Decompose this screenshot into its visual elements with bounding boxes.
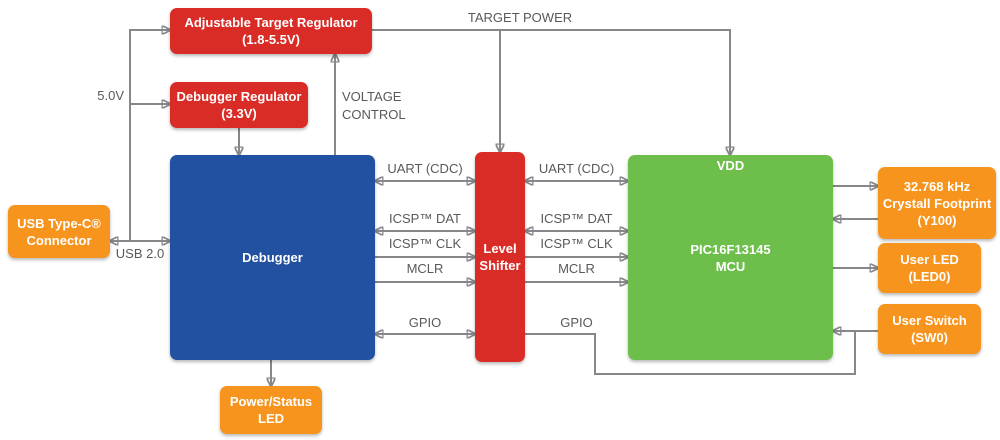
label-target-power: TARGET POWER [467, 10, 573, 25]
wire-5v-to-target-regulator [129, 30, 170, 241]
block-label: (3.3V) [221, 106, 257, 121]
label-icsp-dat-right: ICSP™ DAT [540, 211, 613, 226]
block-label: User Switch [892, 313, 967, 328]
block-debugger-regulator: Debugger Regulator (3.3V) [170, 82, 308, 128]
label-gpio-right: GPIO [560, 315, 593, 330]
label-uart-right: UART (CDC) [538, 161, 615, 176]
label-uart-left: UART (CDC) [387, 161, 463, 176]
label-vdd: VDD [716, 158, 745, 173]
block-label: PIC16F13145 [690, 241, 771, 257]
block-crystal-footprint: 32.768 kHz Crystall Footprint (Y100) [878, 167, 996, 239]
block-label: MCU [715, 258, 746, 274]
label-5v: 5.0V [97, 88, 124, 103]
block-label: Adjustable Target Regulator [184, 15, 358, 30]
block-label: 32.768 kHz [903, 178, 971, 194]
block-mcu: PIC16F13145 MCU [628, 155, 833, 360]
block-label: Connector [26, 232, 92, 248]
block-label: Debugger [242, 250, 303, 265]
block-label: Crystall Footprint [882, 195, 992, 211]
label-voltage-control-line2: CONTROL [342, 107, 406, 122]
block-debugger: Debugger [170, 155, 375, 360]
block-label: Shifter [479, 258, 521, 273]
block-label: (Y100) [917, 212, 957, 228]
block-label: (LED0) [908, 269, 951, 284]
wire-target-power-main [372, 29, 730, 155]
block-user-led: User LED (LED0) [878, 243, 981, 293]
block-adjustable-target-regulator: Adjustable Target Regulator (1.8-5.5V) [170, 8, 372, 54]
label-voltage-control-line1: VOLTAGE [342, 89, 402, 104]
block-user-switch: User Switch (SW0) [878, 304, 981, 354]
label-icsp-dat-left: ICSP™ DAT [389, 211, 461, 226]
block-label: Level [483, 241, 517, 256]
block-level-shifter: Level Shifter [475, 152, 525, 362]
block-usb-connector: USB Type-C® Connector [8, 205, 110, 258]
label-voltage-control: VOLTAGE CONTROL [342, 88, 406, 124]
label-mclr-left: MCLR [406, 261, 444, 276]
block-label: (SW0) [911, 330, 948, 345]
block-label: USB Type-C® [17, 215, 101, 231]
label-mclr-right: MCLR [558, 261, 595, 276]
block-power-status-led: Power/Status LED [220, 386, 322, 434]
block-label: Power/Status [229, 394, 313, 409]
label-icsp-clk-right: ICSP™ CLK [540, 236, 613, 251]
wire-gpio-bypass [525, 331, 856, 375]
label-usb2: USB 2.0 [115, 246, 165, 261]
block-label: Debugger Regulator [176, 89, 302, 104]
label-gpio-left: GPIO [408, 315, 442, 330]
block-label: User LED [900, 252, 959, 267]
block-label: (1.8-5.5V) [242, 32, 300, 47]
label-icsp-clk-left: ICSP™ CLK [388, 236, 462, 251]
block-label: LED [258, 411, 284, 426]
